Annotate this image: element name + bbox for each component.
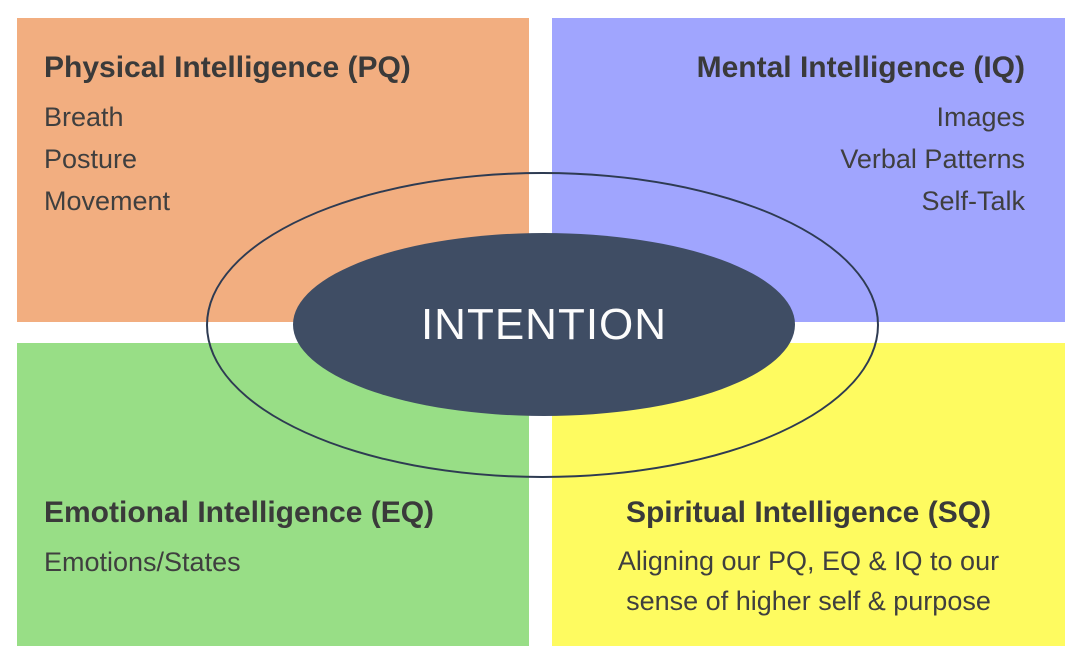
quadrant-mental-item-verbal-patterns: Verbal Patterns	[840, 144, 1025, 174]
quadrant-physical-item-posture: Posture	[44, 144, 138, 174]
quadrant-emotional-title: Emotional Intelligence (EQ)	[44, 496, 435, 529]
quadrant-emotional-content: Emotional Intelligence (EQ) Emotions/Sta…	[17, 343, 529, 646]
quadrant-mental-title: Mental Intelligence (IQ)	[696, 51, 1025, 84]
intention-label: INTENTION	[420, 299, 668, 349]
intention-outer-ring-ellipse	[206, 172, 879, 478]
quadrant-spiritual-title: Spiritual Intelligence (SQ)	[625, 496, 992, 529]
quadrant-mental-item-images: Images	[936, 102, 1025, 132]
quadrant-spiritual-description-line-2: sense of higher self & purpose	[626, 586, 991, 616]
quadrant-physical-item-breath: Breath	[44, 102, 124, 132]
quadrant-physical-title: Physical Intelligence (PQ)	[44, 51, 411, 84]
intention-ellipse: INTENTION	[293, 233, 795, 416]
quadrant-physical-content: Physical Intelligence (PQ) Breath Postur…	[17, 18, 529, 322]
quadrant-mental-item-self-talk: Self-Talk	[921, 186, 1025, 216]
quadrant-emotional-item-emotions-states: Emotions/States	[44, 547, 241, 577]
quadrant-spiritual-content: Spiritual Intelligence (SQ) Aligning our…	[552, 343, 1065, 646]
quadrant-mental-content: Mental Intelligence (IQ) Images Verbal P…	[552, 18, 1065, 322]
quadrant-spiritual-description-line-1: Aligning our PQ, EQ & IQ to our	[617, 546, 1000, 576]
quadrant-physical-item-movement: Movement	[44, 186, 171, 216]
